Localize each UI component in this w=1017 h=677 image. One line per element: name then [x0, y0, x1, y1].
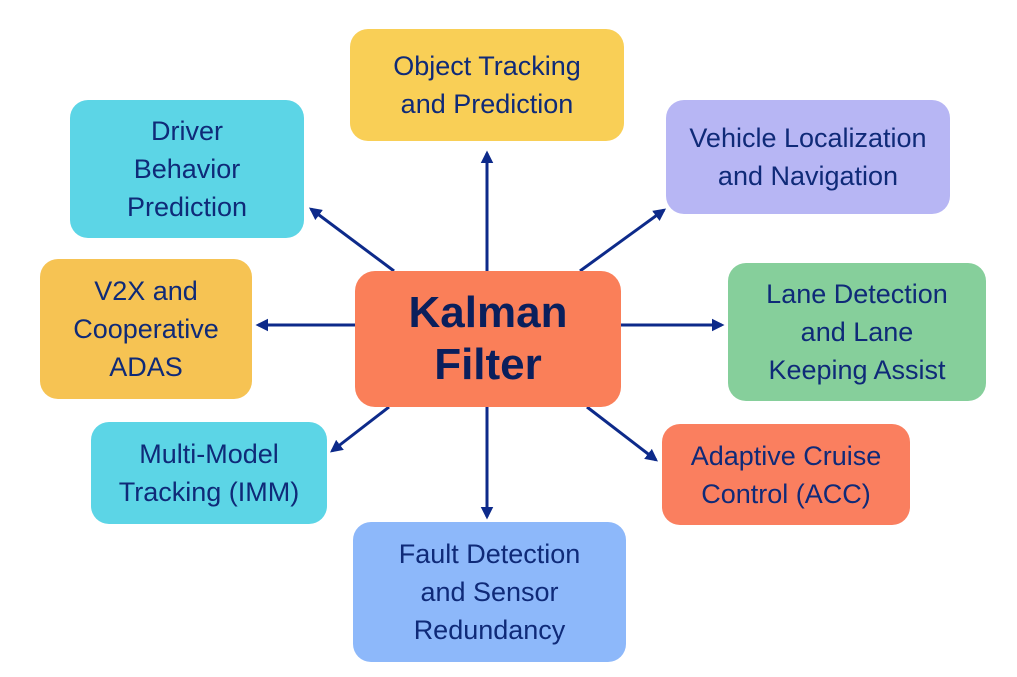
- node-adaptive-cruise: Adaptive Cruise Control (ACC): [662, 424, 910, 525]
- node-line: V2X and: [94, 276, 198, 306]
- node-line: Tracking (IMM): [118, 477, 300, 507]
- kalman-filter-node: Kalman Filter: [355, 271, 621, 407]
- node-v2x: V2X and Cooperative ADAS: [40, 259, 252, 399]
- arrow-to-multi-model: [330, 405, 390, 453]
- node-multi-model: Multi-Model Tracking (IMM): [91, 422, 327, 524]
- node-line: Multi-Model: [139, 439, 279, 469]
- node-line: Prediction: [126, 192, 248, 222]
- node-line: Object Tracking: [393, 51, 581, 81]
- node-line: ADAS: [109, 352, 183, 382]
- arrow-to-vehicle-localization: [579, 208, 667, 273]
- node-lane-detection: Lane Detection and Lane Keeping Assist: [728, 263, 986, 401]
- node-fault-detection: Fault Detection and Sensor Redundancy: [353, 522, 626, 662]
- node-line: Lane Detection: [766, 279, 948, 309]
- node-line: and Lane: [800, 317, 914, 347]
- center-line-2: Filter: [434, 340, 542, 389]
- node-object-tracking: Object Tracking and Prediction: [350, 29, 624, 141]
- node-line: Adaptive Cruise: [690, 440, 882, 471]
- node-line: Redundancy: [413, 615, 566, 645]
- node-line: and Navigation: [717, 161, 899, 191]
- node-vehicle-localization: Vehicle Localization and Navigation: [666, 100, 950, 214]
- node-line: and Sensor: [420, 577, 559, 607]
- node-line: Cooperative: [73, 314, 219, 344]
- node-line: and Prediction: [400, 89, 574, 119]
- arrow-to-driver-behavior: [308, 207, 395, 273]
- node-driver-behavior: Driver Behavior Prediction: [70, 100, 304, 238]
- node-line: Vehicle Localization: [689, 123, 927, 153]
- arrow-to-adaptive-cruise: [586, 405, 658, 462]
- node-line: Fault Detection: [398, 539, 581, 569]
- node-line: Keeping Assist: [768, 355, 946, 385]
- node-line: Control (ACC): [701, 478, 871, 509]
- center-line-1: Kalman: [408, 288, 568, 337]
- node-line: Driver: [150, 116, 223, 146]
- node-line: Behavior: [133, 154, 241, 184]
